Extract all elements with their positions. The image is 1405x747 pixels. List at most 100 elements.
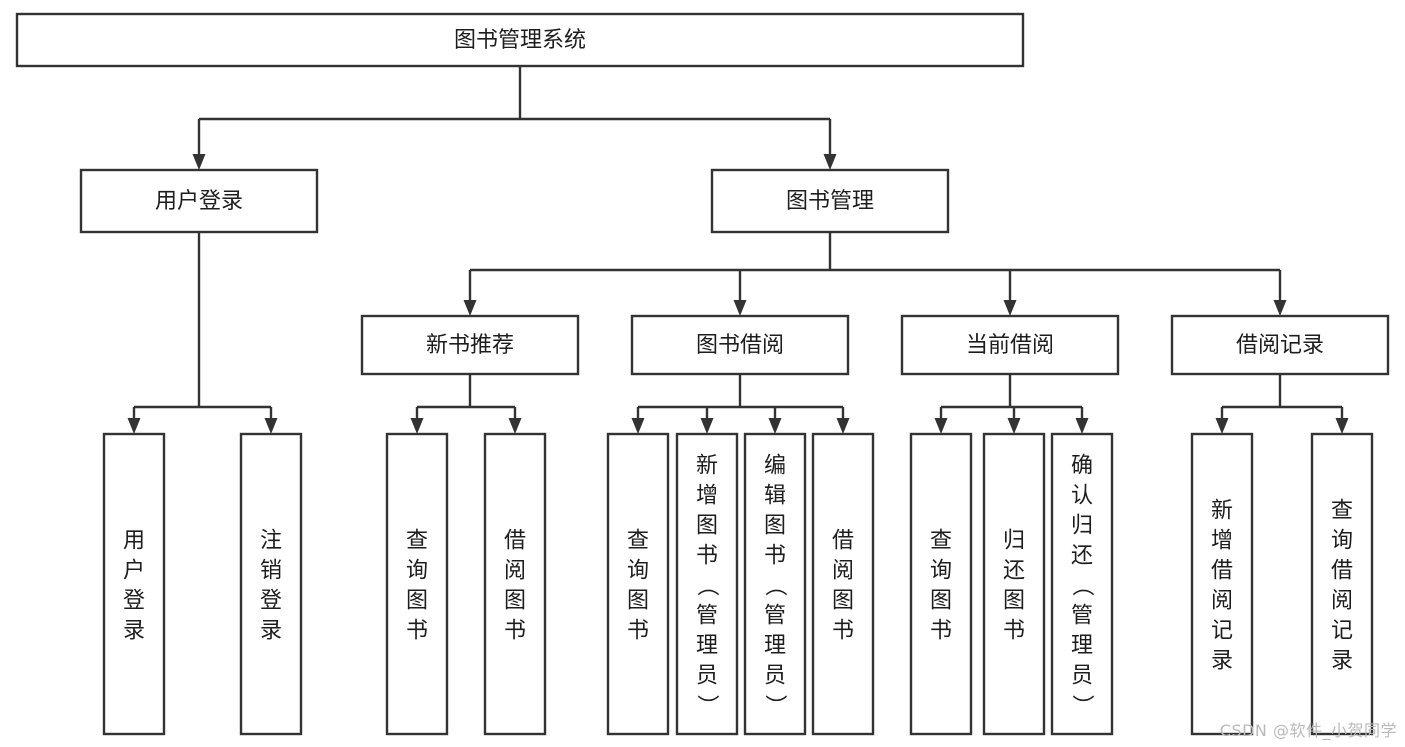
node-label-char: 阅 <box>1211 588 1233 613</box>
node-label-char: 图 <box>764 513 786 538</box>
node-label-char: 阅 <box>504 558 526 583</box>
edge-arrowhead <box>1075 418 1089 434</box>
node-root[interactable]: 图书管理系统 <box>15 12 1025 68</box>
node-label-char: 录 <box>1211 648 1233 673</box>
edge-arrowhead <box>1335 418 1349 434</box>
node-box <box>360 314 580 376</box>
node-box <box>743 432 807 736</box>
node-box <box>1050 432 1114 736</box>
edge-arrowhead <box>836 418 850 434</box>
node-label-char: 还 <box>1071 543 1093 568</box>
node-box <box>630 314 850 376</box>
edge-arrowhead <box>127 418 141 434</box>
edge-arrowhead <box>1215 418 1229 434</box>
node-label-char: 图 <box>1003 588 1025 613</box>
node-label-char: 销 <box>260 558 282 583</box>
node-label-char: 理 <box>764 633 786 658</box>
node-label-char: 录 <box>123 618 145 643</box>
node-label-char: 图 <box>406 588 428 613</box>
edge-arrowhead <box>264 418 278 434</box>
node-box <box>1170 314 1390 376</box>
edge-group-new-book-rec <box>410 374 522 434</box>
edge-group-current-borrow <box>934 374 1089 434</box>
node-box <box>811 432 875 736</box>
node-label-char: 登 <box>123 588 145 613</box>
node-label-char: 书 <box>832 618 854 643</box>
node-label-char: 辑 <box>764 483 786 508</box>
node-box <box>909 432 973 736</box>
edge-arrowhead <box>192 154 206 170</box>
node-current-borrow[interactable]: 当前借阅 <box>900 314 1120 376</box>
edge-arrowhead <box>508 418 522 434</box>
node-box <box>675 432 739 736</box>
node-label-char: （ <box>762 574 787 596</box>
node-label-char: 书 <box>627 618 649 643</box>
nodes-layer: 图书管理系统用户登录图书管理新书推荐图书借阅当前借阅借阅记录用户登录注销登录查询… <box>15 12 1390 736</box>
node-box <box>385 432 449 736</box>
node-label-char: 录 <box>1331 648 1353 673</box>
node-box <box>1310 432 1374 736</box>
edge-group-user-login <box>127 232 278 434</box>
node-label-char: 阅 <box>832 558 854 583</box>
node-label: 借阅记录 <box>1236 333 1324 358</box>
node-label-char: 管 <box>1071 603 1093 628</box>
node-label-char: ） <box>1069 694 1094 716</box>
node-label-char: 归 <box>1071 513 1093 538</box>
node-label-char: 查 <box>930 528 952 553</box>
node-label-char: 注 <box>260 528 282 553</box>
edge-arrowhead <box>1273 300 1287 316</box>
node-user-login[interactable]: 用户登录 <box>79 168 319 234</box>
node-new-book-rec[interactable]: 新书推荐 <box>360 314 580 376</box>
node-label-char: 询 <box>627 558 649 583</box>
node-label-char: 录 <box>260 618 282 643</box>
node-borrow-record[interactable]: 借阅记录 <box>1170 314 1390 376</box>
node-label-char: 询 <box>1331 528 1353 553</box>
node-box <box>710 168 950 234</box>
node-label-char: 理 <box>1071 633 1093 658</box>
node-book-borrow[interactable]: 图书借阅 <box>630 314 850 376</box>
node-book-manage[interactable]: 图书管理 <box>710 168 950 234</box>
node-label-char: 还 <box>1003 558 1025 583</box>
node-box <box>1190 432 1254 736</box>
node-label-char: 借 <box>504 528 526 553</box>
edge-group-borrow-record <box>1215 374 1349 434</box>
node-label: 新书推荐 <box>426 333 514 358</box>
edge-group-root <box>192 66 837 170</box>
node-label-char: 查 <box>406 528 428 553</box>
node-label-char: 书 <box>406 618 428 643</box>
node-box <box>606 432 670 736</box>
node-label-char: 书 <box>1003 618 1025 643</box>
node-label: 用户登录 <box>155 189 243 214</box>
node-label-char: 书 <box>764 543 786 568</box>
edges-layer <box>127 66 1349 434</box>
node-label-char: 归 <box>1003 528 1025 553</box>
node-leaf-user-login[interactable]: 用户登录 <box>102 432 166 736</box>
node-label-char: ） <box>694 694 719 716</box>
node-label-char: （ <box>1069 574 1094 596</box>
node-label-char: 确 <box>1071 453 1093 478</box>
node-label-char: 询 <box>406 558 428 583</box>
edge-arrowhead <box>768 418 782 434</box>
node-label-char: 图 <box>930 588 952 613</box>
node-label-char: 图 <box>696 513 718 538</box>
node-label-char: 员 <box>1071 663 1093 688</box>
node-label-char: ） <box>762 694 787 716</box>
node-box <box>79 168 319 234</box>
node-label: 图书借阅 <box>696 333 784 358</box>
edge-arrowhead <box>1007 418 1021 434</box>
csdn-watermark: CSDN @软件_小贺同学 <box>1219 721 1397 740</box>
node-box <box>483 432 547 736</box>
